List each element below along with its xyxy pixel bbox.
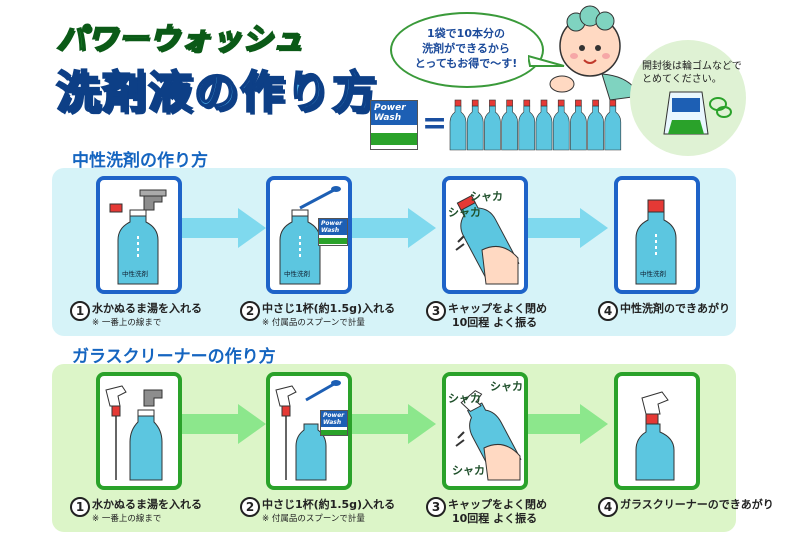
product-name-line-2: Wash: [323, 419, 342, 426]
small-bottle-icon: [570, 99, 587, 151]
bottle-label: 中性洗剤: [284, 270, 310, 278]
step-note: ※ 一番上の線まで: [92, 514, 162, 524]
step-text-line-2: 10回程 よく振る: [452, 316, 538, 329]
speech-line-3: とってもお得で〜す!: [414, 57, 518, 70]
step-text: 中さじ1杯(約1.5g)入れる: [262, 498, 396, 511]
arrow-right-icon: [350, 208, 436, 248]
step-text: ガラスクリーナーのできあがり: [620, 498, 774, 511]
brand-title: パワーウォッシュ: [55, 21, 304, 58]
arrow-right-icon: [180, 404, 266, 444]
speech-line-2: 洗剤ができるから: [422, 42, 510, 55]
step-number: 1: [70, 301, 90, 321]
small-bottle-icon: [449, 99, 467, 151]
step-text: 水かぬるま湯を入れる: [92, 302, 202, 315]
step-text: 水かぬるま湯を入れる: [92, 498, 202, 511]
product-name-line-2: Wash: [374, 113, 402, 123]
shaka-sound-1: シャカ: [448, 206, 481, 219]
neutral-step-4-illustration: [635, 199, 677, 285]
neutral-step-2-illustration: [279, 186, 341, 285]
arrow-right-icon: [180, 208, 266, 248]
speech-bubble-text: 1袋で10本分の 洗剤ができるから とってもお得で〜す!: [404, 26, 528, 71]
neutral-step-1-illustration: [109, 189, 167, 285]
glass-step-3-card: シャカ シャカ シャカ: [442, 372, 528, 490]
small-bottle-icon: [484, 99, 501, 151]
neutral-step-1-card: 中性洗剤: [96, 176, 182, 294]
shaka-sound-3: シャカ: [452, 464, 485, 477]
neutral-step-3-illustration: [455, 194, 520, 285]
equals-sign: =: [422, 106, 448, 141]
step-text-line-2: 10回程 よく振る: [452, 512, 538, 525]
glass-step-1-illustration: [105, 385, 163, 481]
small-bottle-icon: [552, 99, 570, 151]
glass-step-4-card: [614, 372, 700, 490]
small-bottle-icon: [466, 99, 484, 151]
step-text: キャップをよく閉め: [448, 498, 547, 511]
section-heading-neutral: 中性洗剤の作り方: [72, 151, 208, 171]
step-text: キャップをよく閉め: [448, 302, 547, 315]
neutral-step-2-card: Power Wash 中性洗剤: [266, 176, 352, 294]
step-number: 1: [70, 497, 90, 517]
step-text: 中性洗剤のできあがり: [620, 302, 730, 315]
product-name-line-1: Power: [321, 220, 343, 227]
storage-note: 開封後は輪ゴムなどで とめてください。: [642, 60, 742, 86]
small-bottle-icon: [587, 99, 604, 151]
small-bottle-icon: [535, 99, 553, 151]
storage-note-line-2: とめてください。: [642, 74, 722, 85]
glass-step-2-illustration: [275, 380, 341, 481]
glass-step-1-card: [96, 372, 182, 490]
small-bottle-icon: [604, 99, 622, 151]
ten-bottles-row: [449, 99, 622, 151]
product-name-line-2: Wash: [321, 227, 340, 234]
step-note: ※ 一番上の線まで: [92, 318, 162, 328]
glass-step-2-card: Power Wash: [266, 372, 352, 490]
step-number: 4: [598, 301, 618, 321]
bottle-label: 中性洗剤: [122, 270, 148, 278]
product-logo: Power Wash: [371, 101, 417, 125]
step-number: 3: [426, 497, 446, 517]
bag-with-rubber-band-icon: [663, 91, 732, 135]
mascot-baby-illustration: [549, 5, 641, 101]
section-heading-glass: ガラスクリーナーの作り方: [72, 347, 276, 367]
step-note: ※ 付属品のスプーンで計量: [262, 318, 365, 328]
step-number: 2: [240, 497, 260, 517]
speech-line-1: 1袋で10本分の: [427, 27, 505, 40]
glass-step-4-illustration: [635, 391, 675, 481]
step-number: 2: [240, 301, 260, 321]
product-package: Power Wash: [370, 100, 418, 150]
product-name-line-1: Power: [323, 412, 345, 419]
speech-bubble-tail: [528, 54, 565, 67]
arrow-right-icon: [350, 404, 436, 444]
neutral-step-4-card: 中性洗剤: [614, 176, 700, 294]
page-title: 洗剤液の作り方: [55, 66, 378, 119]
speech-bubble: [390, 12, 544, 88]
shaka-sound-2: シャカ: [470, 190, 503, 203]
product-package-small: Power Wash: [318, 218, 348, 246]
arrow-right-icon: [522, 208, 608, 248]
glass-step-3-illustration: [455, 390, 522, 481]
step-note: ※ 付属品のスプーンで計量: [262, 514, 365, 524]
product-package-small: Power Wash: [320, 410, 348, 436]
small-bottle-icon: [518, 99, 536, 151]
small-bottle-icon: [501, 99, 518, 151]
storage-note-line-1: 開封後は輪ゴムなどで: [642, 61, 742, 72]
neutral-step-3-card: シャカ シャカ: [442, 176, 528, 294]
step-number: 4: [598, 497, 618, 517]
arrow-right-icon: [522, 404, 608, 444]
bottle-label: 中性洗剤: [640, 270, 666, 278]
product-stripe: [371, 133, 417, 145]
shaka-sound-1: シャカ: [448, 392, 481, 405]
shaka-sound-2: シャカ: [490, 380, 523, 393]
step-number: 3: [426, 301, 446, 321]
step-text: 中さじ1杯(約1.5g)入れる: [262, 302, 396, 315]
product-name-line-1: Power: [374, 103, 406, 113]
